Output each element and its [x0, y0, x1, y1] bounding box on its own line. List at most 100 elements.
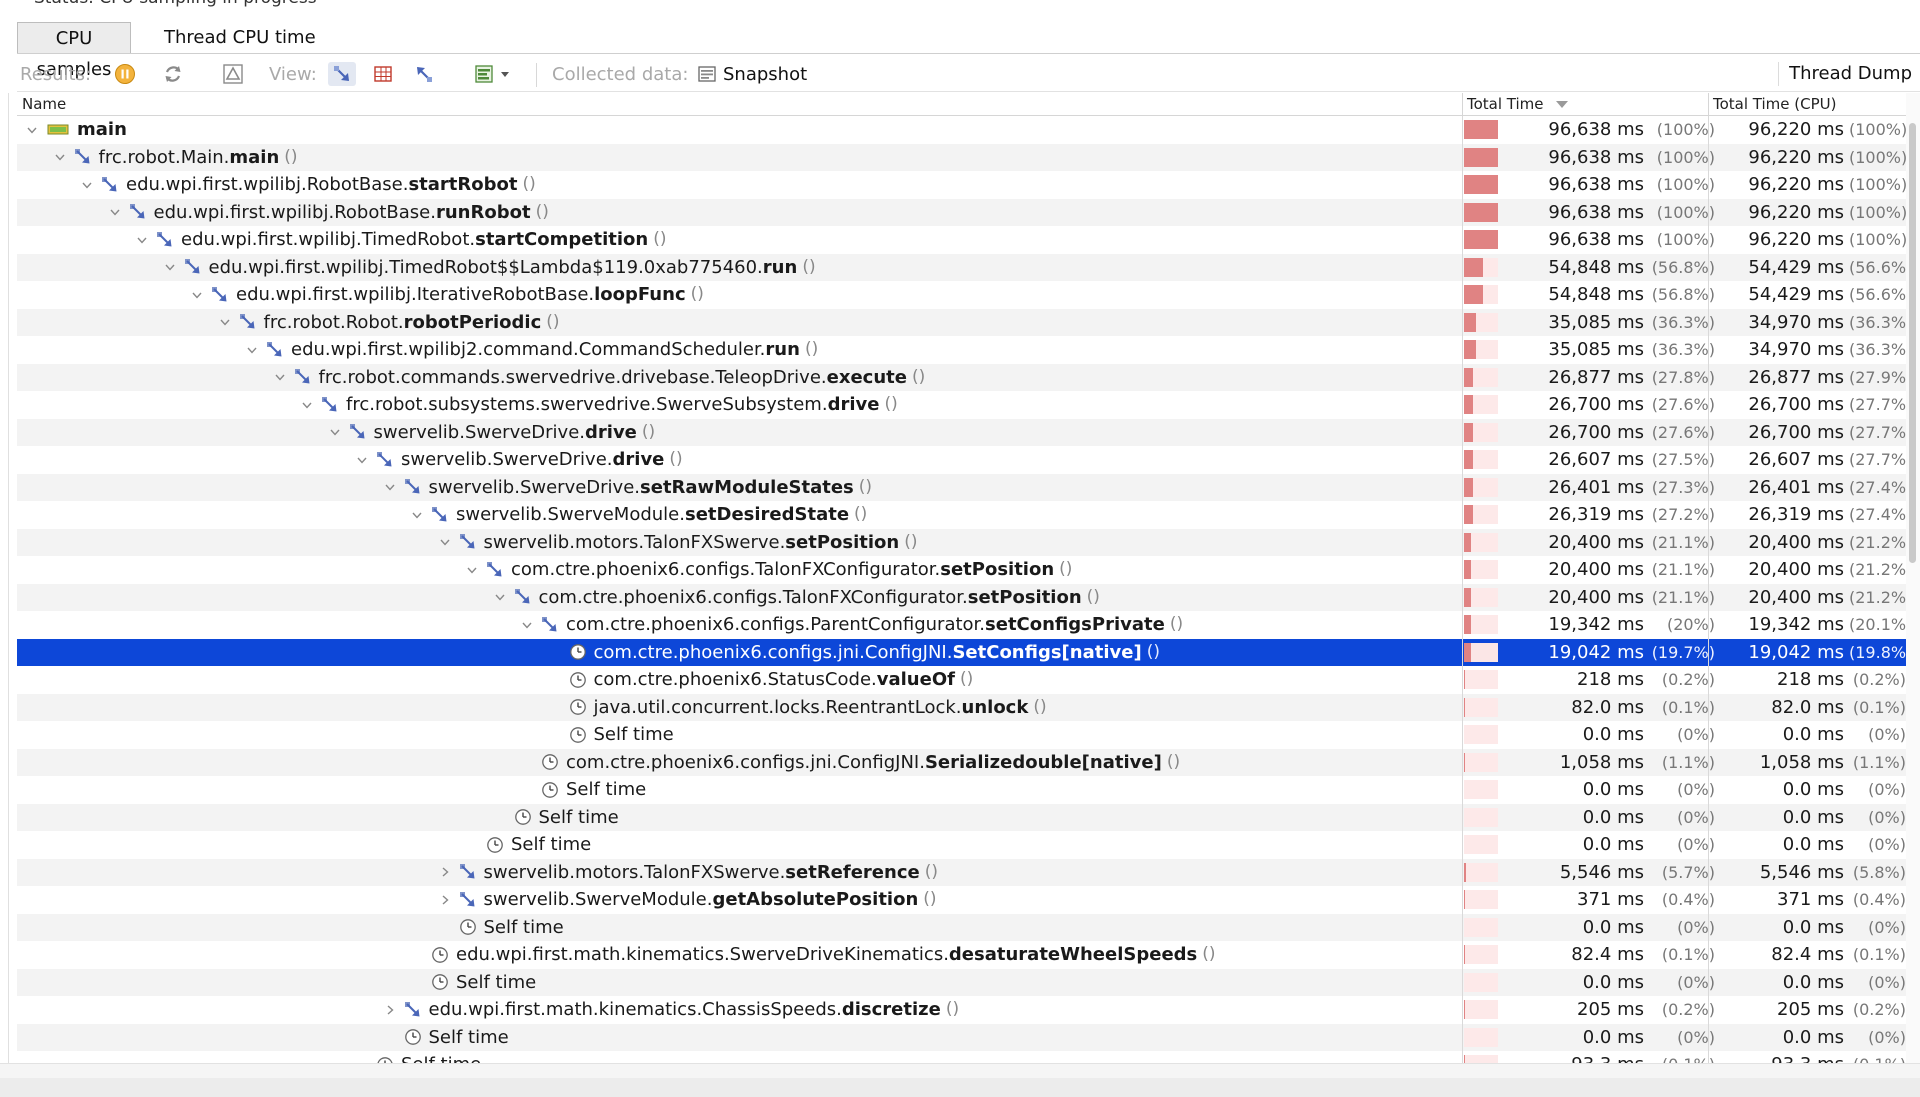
table-row[interactable]: java.util.concurrent.locks.ReentrantLock… [17, 693, 1908, 721]
table-row[interactable]: edu.wpi.first.wpilibj.IterativeRobotBase… [17, 281, 1908, 309]
chevron-down-icon[interactable] [299, 397, 315, 413]
column-header-total-time[interactable]: Total Time [1467, 95, 1568, 113]
chevron-down-icon[interactable] [217, 314, 233, 330]
chevron-down-icon[interactable] [244, 342, 260, 358]
method-icon [486, 561, 504, 579]
chevron-down-icon[interactable] [519, 617, 535, 633]
table-row-selected[interactable]: com.ctre.phoenix6.configs.jni.ConfigJNI.… [17, 638, 1908, 666]
table-row[interactable]: swervelib.SwerveDrive.drive()26,700 ms(2… [17, 418, 1908, 446]
table-row[interactable]: edu.wpi.first.wpilibj2.command.CommandSc… [17, 336, 1908, 364]
cpu-time-value: 0.0 ms [1782, 1026, 1844, 1048]
chevron-right-icon[interactable] [437, 864, 453, 880]
call-tree-icon [334, 66, 349, 81]
chevron-down-icon[interactable] [464, 562, 480, 578]
table-row[interactable]: swervelib.SwerveDrive.setRawModuleStates… [17, 473, 1908, 501]
snapshot-take-button[interactable] [219, 62, 247, 86]
table-row[interactable]: swervelib.motors.TalonFXSwerve.setPositi… [17, 528, 1908, 556]
clock-icon [404, 1028, 422, 1046]
cpu-time-percent: (0%) [1868, 835, 1906, 854]
tab-thread-cpu-time[interactable]: Thread CPU time [164, 27, 316, 48]
cpu-time-percent: (0%) [1868, 972, 1906, 992]
table-row[interactable]: com.ctre.phoenix6.configs.ParentConfigur… [17, 611, 1908, 639]
table-row[interactable]: com.ctre.phoenix6.configs.jni.ConfigJNI.… [17, 748, 1908, 776]
chevron-down-icon[interactable] [162, 259, 178, 275]
thread-icon [46, 121, 70, 139]
table-row[interactable]: swervelib.SwerveDrive.drive()26,607 ms(2… [17, 446, 1908, 474]
snapshot-button[interactable]: Snapshot [697, 62, 807, 86]
chevron-down-icon[interactable] [327, 424, 343, 440]
chevron-right-icon[interactable] [382, 1002, 398, 1018]
chevron-down-icon[interactable] [189, 287, 205, 303]
chevron-down-icon[interactable] [354, 452, 370, 468]
table-row[interactable]: swervelib.SwerveModule.setDesiredState()… [17, 501, 1908, 529]
table-row[interactable]: edu.wpi.first.wpilibj.RobotBase.startRob… [17, 171, 1908, 199]
table-row[interactable]: edu.wpi.first.math.kinematics.ChassisSpe… [17, 996, 1908, 1024]
view-hot-spots-button[interactable] [369, 62, 397, 86]
chevron-down-icon[interactable] [79, 177, 95, 193]
row-class-name: frc.robot.subsystems.swervedrive.SwerveS… [346, 394, 828, 415]
table-row[interactable]: edu.wpi.first.wpilibj.RobotBase.runRobot… [17, 198, 1908, 226]
chevron-down-icon[interactable] [409, 507, 425, 523]
horizontal-scrollbar[interactable] [0, 1063, 1920, 1078]
column-divider [1462, 501, 1463, 529]
total-time-percent: (21.1%) [1651, 532, 1715, 552]
display-options-dropdown[interactable] [470, 62, 514, 86]
chevron-right-icon[interactable] [437, 892, 453, 908]
column-header-total-time-cpu[interactable]: Total Time (CPU) [1713, 95, 1837, 113]
chevron-down-icon[interactable] [437, 534, 453, 550]
time-percent-bar-fill [1464, 587, 1472, 607]
column-header-name[interactable]: Name [22, 95, 67, 113]
chevron-down-icon[interactable] [382, 479, 398, 495]
chevron-down-icon[interactable] [107, 204, 123, 220]
cpu-time-percent: (56.6%) [1849, 285, 1908, 304]
pause-button[interactable] [111, 62, 139, 86]
total-time-value: 93.3 ms [1487, 1051, 1644, 1063]
cpu-time-percent: (27.7%) [1849, 450, 1908, 469]
row-method-name: valueOf [876, 669, 955, 690]
table-row[interactable]: com.ctre.phoenix6.configs.TalonFXConfigu… [17, 583, 1908, 611]
table-row[interactable]: com.ctre.phoenix6.StatusCode.valueOf()21… [17, 666, 1908, 694]
table-row[interactable]: Self time93.3 ms(0.1%)93.3 ms(0.1%) [17, 1051, 1908, 1063]
chevron-down-icon[interactable] [24, 122, 40, 138]
total-time-value: 26,401 ms [1548, 476, 1644, 498]
table-row[interactable]: swervelib.SwerveModule.getAbsolutePositi… [17, 886, 1908, 914]
table-row[interactable]: frc.robot.Robot.robotPeriodic()35,085 ms… [17, 308, 1908, 336]
cpu-time-percent: (0.1%) [1849, 1051, 1906, 1063]
cpu-time-value: 20,400 ms [1748, 559, 1844, 580]
table-row[interactable]: edu.wpi.first.math.kinematics.SwerveDriv… [17, 941, 1908, 969]
time-percent-bar [1464, 395, 1498, 414]
thread-dump-button[interactable]: Thread Dump [1778, 62, 1920, 86]
row-signature: () [1033, 696, 1047, 717]
time-percent-bar-fill [1464, 890, 1466, 909]
chevron-down-icon[interactable] [52, 149, 68, 165]
cpu-time-percent: (0.1%) [1852, 945, 1906, 964]
table-row[interactable]: frc.robot.commands.swervedrive.drivebase… [17, 363, 1908, 391]
table-row[interactable]: edu.wpi.first.wpilibj.TimedRobot$$Lambda… [17, 253, 1908, 281]
snapshot-icon [698, 66, 716, 82]
chevron-down-icon[interactable] [134, 232, 150, 248]
table-row[interactable]: frc.robot.subsystems.swervedrive.SwerveS… [17, 391, 1908, 419]
table-row[interactable]: com.ctre.phoenix6.configs.TalonFXConfigu… [17, 556, 1908, 584]
scrollbar-thumb[interactable] [1909, 123, 1916, 563]
view-call-tree-button[interactable] [328, 62, 356, 86]
total-time-value: 5,546 ms [1559, 861, 1644, 883]
column-divider [1462, 803, 1463, 831]
cpu-time-percent: (0%) [1868, 917, 1906, 937]
table-row[interactable]: swervelib.motors.TalonFXSwerve.setRefere… [17, 858, 1908, 886]
refresh-button[interactable] [159, 62, 187, 86]
chevron-down-icon[interactable] [492, 589, 508, 605]
table-row[interactable]: edu.wpi.first.wpilibj.TimedRobot.startCo… [17, 226, 1908, 254]
view-back-traces-button[interactable] [410, 62, 438, 86]
chevron-down-icon[interactable] [272, 369, 288, 385]
tab-cpu-samples[interactable]: CPU samples [17, 22, 131, 80]
vertical-scrollbar[interactable] [1906, 93, 1920, 1063]
table-row[interactable]: frc.robot.Main.main()96,638 ms(100%)96,2… [17, 143, 1908, 171]
